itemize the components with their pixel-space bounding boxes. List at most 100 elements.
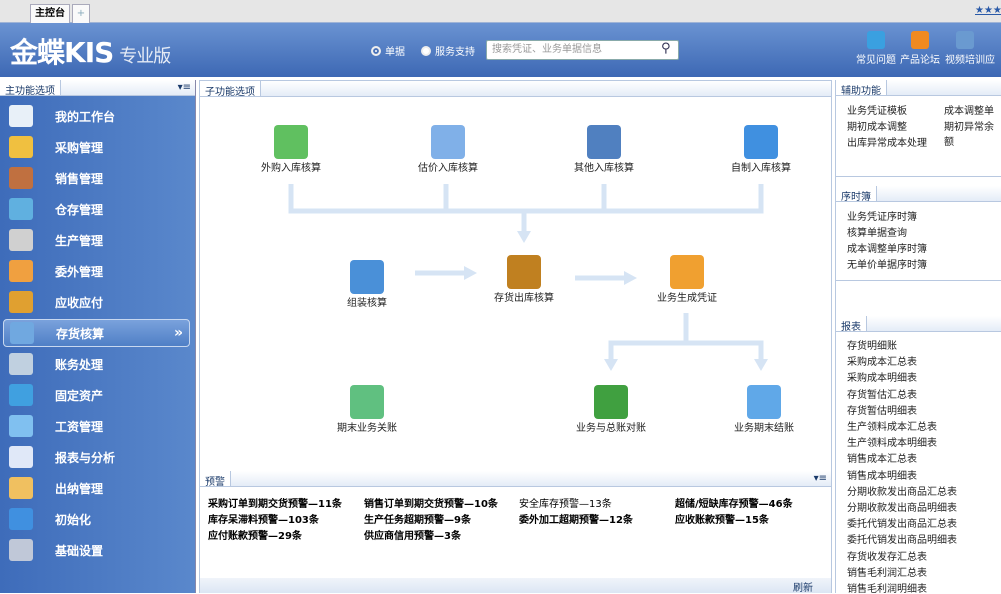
function-icon: [274, 125, 308, 159]
report-link[interactable]: 委托代销发出商品汇总表: [847, 519, 957, 531]
module-icon: [9, 198, 33, 220]
flow-function-button[interactable]: 业务期末结账: [729, 385, 799, 434]
nav-item[interactable]: 仓存管理: [3, 195, 190, 223]
function-icon: [431, 125, 465, 159]
tab-bar: 主控台 + ★★★: [0, 0, 1001, 23]
aux-link[interactable]: 成本调整单: [944, 106, 994, 117]
report-link[interactable]: 委托代销发出商品明细表: [847, 535, 957, 547]
seq-title: 序时簿: [836, 186, 877, 203]
nav-item[interactable]: 销售管理: [3, 164, 190, 192]
flow-function-button[interactable]: 自制入库核算: [726, 125, 796, 174]
main-function-panel: 主功能选项▾≡ 我的工作台采购管理销售管理仓存管理生产管理委外管理应收应付存货核…: [0, 80, 196, 593]
search-icon[interactable]: ⚲: [661, 41, 671, 56]
search-input[interactable]: 搜索凭证、业务单据信息: [486, 40, 679, 60]
report-link[interactable]: 销售成本明细表: [847, 470, 917, 482]
warning-link[interactable]: 应付账款预警—29条: [208, 531, 302, 542]
aux-link[interactable]: 期初异常余额: [944, 122, 994, 148]
warning-link[interactable]: 生产任务超期预警—9条: [364, 515, 471, 526]
module-icon: [9, 353, 33, 375]
nav-item-label: 销售管理: [55, 171, 104, 186]
nav-item[interactable]: 生产管理: [3, 226, 190, 254]
aux-link[interactable]: 业务凭证模板: [847, 106, 907, 117]
nav-item[interactable]: 采购管理: [3, 133, 190, 161]
logo-text: 金蝶KIS: [10, 36, 114, 69]
warning-link[interactable]: 采购订单到期交货预警—11条: [208, 499, 342, 510]
nav-item-label: 固定资产: [55, 388, 104, 403]
nav-item[interactable]: 工资管理: [3, 412, 190, 440]
report-link[interactable]: 采购成本汇总表: [847, 357, 917, 369]
nav-item[interactable]: 应收应付: [3, 288, 190, 316]
aux-link[interactable]: 出库异常成本处理: [847, 138, 927, 149]
nav-item[interactable]: 报表与分析: [3, 443, 190, 471]
forum-button[interactable]: 产品论坛: [900, 31, 940, 66]
flow-function-label: 业务生成凭证: [657, 293, 717, 304]
report-link[interactable]: 存货明细账: [847, 341, 897, 352]
warning-link[interactable]: 超储/短缺库存预警—46条: [675, 499, 793, 510]
radio-service[interactable]: 服务支持: [421, 43, 475, 58]
nav-item[interactable]: 存货核算»: [3, 319, 190, 347]
radio-doc[interactable]: 单据: [371, 43, 405, 58]
tab-main-console[interactable]: 主控台: [30, 4, 70, 23]
flow-function-button[interactable]: 业务与总账对账: [576, 385, 646, 434]
seq-link[interactable]: 核算单据查询: [847, 228, 907, 239]
flow-function-label: 估价入库核算: [418, 163, 478, 174]
warning-link[interactable]: 委外加工超期预警—12条: [519, 515, 633, 526]
nav-item[interactable]: 初始化: [3, 505, 190, 533]
module-icon: [9, 291, 33, 313]
flow-function-button[interactable]: 组装核算: [332, 260, 402, 309]
warning-link[interactable]: 销售订单到期交货预警—10条: [364, 499, 498, 510]
warning-link[interactable]: 应收账款预警—15条: [675, 515, 769, 526]
report-link[interactable]: 存货暂估明细表: [847, 405, 917, 417]
module-icon: [9, 415, 33, 437]
flow-function-label: 组装核算: [347, 298, 387, 309]
flow-function-button[interactable]: 估价入库核算: [413, 125, 483, 174]
refresh-link[interactable]: 刷新: [793, 583, 813, 594]
function-icon: [594, 385, 628, 419]
radio-doc-label: 单据: [385, 47, 405, 58]
module-icon: [9, 260, 33, 282]
nav-item-label: 采购管理: [55, 140, 104, 155]
report-link[interactable]: 生产领料成本汇总表: [847, 422, 937, 433]
faq-icon: [867, 31, 885, 49]
nav-item[interactable]: 固定资产: [3, 381, 190, 409]
report-link[interactable]: 生产领料成本明细表: [847, 438, 937, 450]
aux-link[interactable]: 期初成本调整: [847, 122, 907, 133]
aux-title: 辅助功能: [836, 80, 887, 97]
video-training-button[interactable]: 视频培训: [945, 31, 985, 66]
panel-menu-icon[interactable]: ▾≡: [813, 473, 827, 484]
seq-link[interactable]: 业务凭证序时簿: [847, 212, 917, 223]
warning-link[interactable]: 安全库存预警—13条: [519, 499, 612, 510]
faq-button[interactable]: 常见问题: [856, 31, 896, 66]
nav-item[interactable]: 委外管理: [3, 257, 190, 285]
nav-item[interactable]: 基础设置: [3, 536, 190, 564]
flow-function-button[interactable]: 外购入库核算: [256, 125, 326, 174]
report-link[interactable]: 分期收款发出商品明细表: [847, 503, 957, 514]
nav-item[interactable]: 出纳管理: [3, 474, 190, 502]
app-button[interactable]: 应: [985, 31, 1001, 66]
nav-item[interactable]: 账务处理: [3, 350, 190, 378]
report-link[interactable]: 存货暂估汇总表: [847, 389, 917, 401]
panel-menu-icon[interactable]: ▾≡: [177, 82, 191, 93]
warning-link[interactable]: 库存呆滞料预警—103条: [208, 515, 319, 526]
stars-menu-icon[interactable]: ★★★: [975, 5, 1001, 16]
report-link[interactable]: 销售毛利润明细表: [847, 584, 927, 593]
report-link[interactable]: 销售成本汇总表: [847, 454, 917, 466]
function-icon: [350, 385, 384, 419]
warning-link[interactable]: 供应商信用预警—3条: [364, 531, 461, 542]
report-link[interactable]: 销售毛利润汇总表: [847, 567, 927, 579]
flow-function-button[interactable]: 期末业务关账: [332, 385, 402, 434]
nav-item[interactable]: 我的工作台: [3, 102, 190, 130]
add-tab-button[interactable]: +: [72, 4, 90, 23]
module-icon: [9, 229, 33, 251]
function-icon: [670, 255, 704, 289]
flow-function-button[interactable]: 业务生成凭证: [652, 255, 722, 304]
seq-link[interactable]: 无单价单据序时簿: [847, 260, 927, 271]
flow-function-button[interactable]: 存货出库核算: [489, 255, 559, 304]
report-link[interactable]: 采购成本明细表: [847, 373, 917, 385]
seq-link[interactable]: 成本调整单序时簿: [847, 244, 927, 255]
forum-icon: [911, 31, 929, 49]
report-link[interactable]: 分期收款发出商品汇总表: [847, 486, 957, 498]
flow-function-button[interactable]: 其他入库核算: [569, 125, 639, 174]
report-link[interactable]: 存货收发存汇总表: [847, 551, 927, 563]
nav-item-label: 出纳管理: [55, 481, 104, 496]
